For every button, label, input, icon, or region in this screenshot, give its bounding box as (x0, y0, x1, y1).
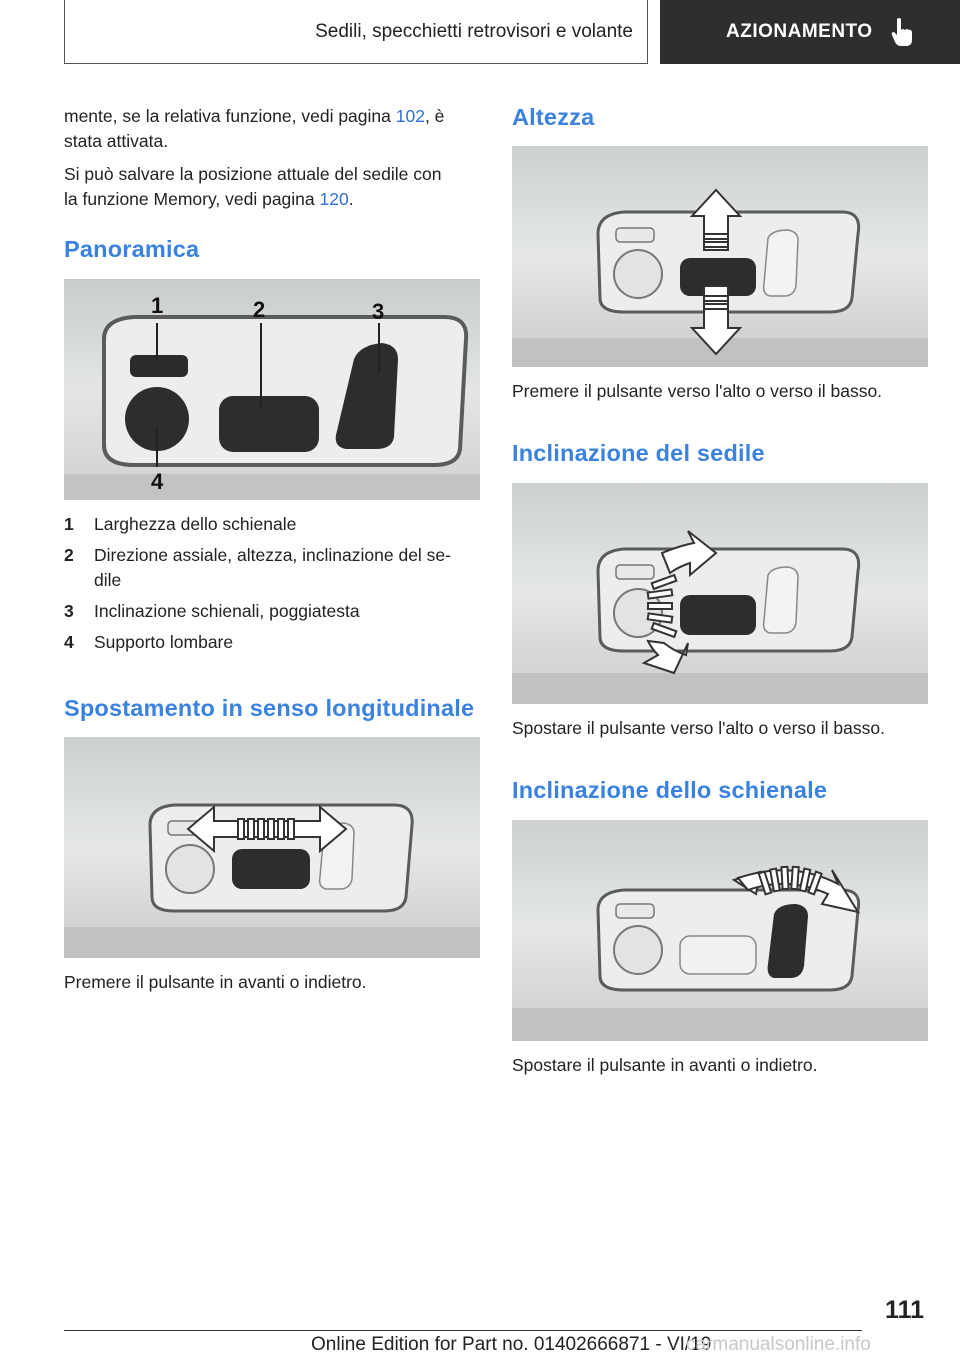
page-number: 111 (885, 1296, 924, 1324)
seat-tilt-figure (512, 483, 928, 704)
heading-longitudinal: Spostamento in senso longitudinale (64, 695, 475, 721)
height-figure (512, 146, 928, 367)
chapter-label: AZIONAMENTO (726, 21, 873, 42)
section-title: Sedili, specchietti retrovisori e volant… (64, 0, 648, 64)
heading-backrest: Inclinazione dello schienale (512, 777, 828, 803)
page-link-102[interactable]: 102 (395, 106, 425, 126)
chapter-tab[interactable]: AZIONAMENTO (660, 0, 960, 64)
callout-3: 3 (372, 299, 384, 324)
caption-seat-tilt: Spostare il pulsante verso l'alto o vers… (512, 718, 885, 738)
longitudinal-figure (64, 737, 480, 958)
callout-2: 2 (253, 297, 265, 322)
pointing-hand-icon (891, 18, 912, 46)
heading-seat-tilt: Inclinazione del sedile (512, 440, 765, 466)
heading-overview: Panoramica (64, 236, 200, 262)
caption-height: Premere il pulsante verso l'alto o verso… (512, 381, 883, 401)
caption-backrest: Spostare il pulsante in avanti o indietr… (512, 1055, 818, 1075)
backrest-figure (512, 820, 928, 1041)
callout-1: 1 (151, 293, 163, 318)
footer-watermark: carmanualsonline.info (686, 1334, 871, 1355)
heading-height: Altezza (512, 104, 595, 130)
footer-divider (64, 1330, 862, 1331)
intro-paragraph-2: Si può salvare la posizione attuale del … (64, 164, 442, 209)
overview-figure: 1 2 3 4 (64, 279, 480, 500)
section-title-text: Sedili, specchietti retrovisori e volant… (315, 20, 633, 42)
caption-longitudinal: Premere il pulsante in avanti o indietro… (64, 972, 367, 992)
callout-4: 4 (151, 469, 164, 494)
footer-edition: Online Edition for Part no. 01402666871 … (311, 1334, 712, 1355)
page-header: Sedili, specchietti retrovisori e volant… (0, 0, 960, 66)
page-link-120[interactable]: 120 (319, 189, 349, 209)
intro-paragraph-1: mente, se la relativa funzione, vedi pag… (64, 106, 445, 151)
